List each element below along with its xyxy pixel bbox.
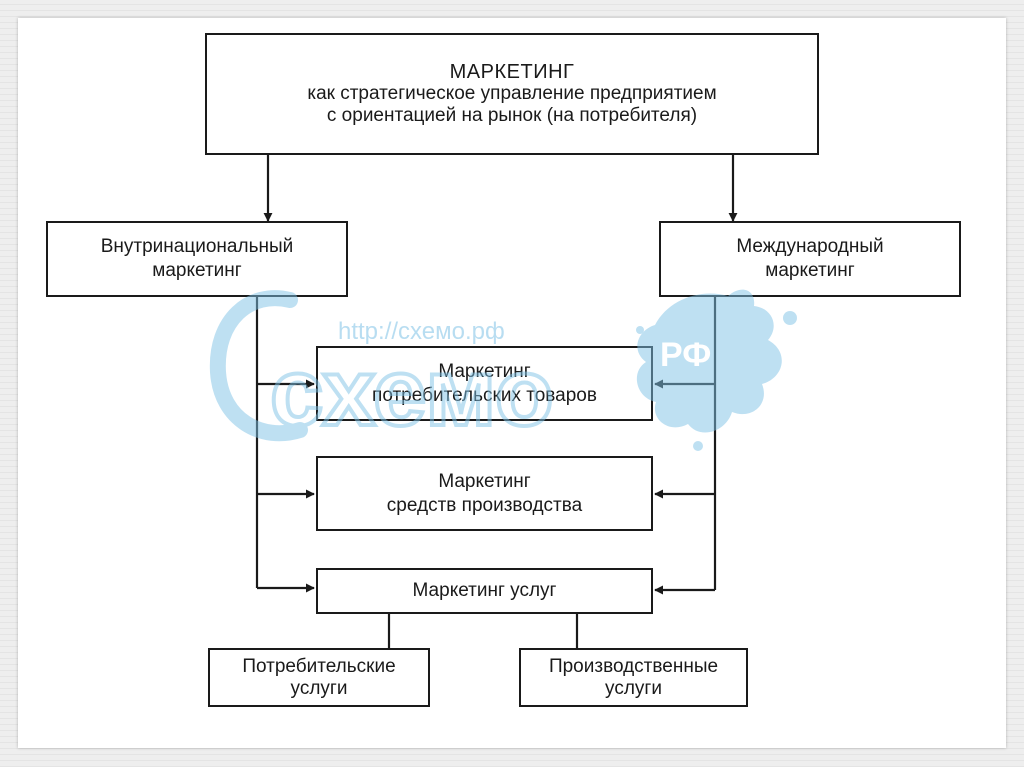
- domestic-line-2: маркетинг: [152, 260, 242, 281]
- root-line-2: как стратегическое управление предприяти…: [307, 83, 717, 104]
- box-consumer-goods-marketing: Маркетинг потребительских товаров: [316, 346, 653, 421]
- box-production-means-marketing: Маркетинг средств производства: [316, 456, 653, 531]
- consumer-services-line-2: услуги: [290, 677, 348, 699]
- root-title: МАРКЕТИНГ: [449, 61, 575, 83]
- box-production-services: Производственные услуги: [519, 648, 748, 707]
- production-means-line-2: средств производства: [386, 494, 583, 516]
- international-line-2: маркетинг: [765, 260, 855, 281]
- production-services-line-1: Производственные: [548, 655, 719, 677]
- box-international-marketing: Международный маркетинг: [659, 221, 961, 297]
- watermark-url: http://схемо.рф: [338, 318, 505, 345]
- box-services-marketing: Маркетинг услуг: [316, 568, 653, 614]
- services-line-1: Маркетинг услуг: [412, 580, 557, 601]
- root-line-3: с ориентацией на рынок (на потребителя): [326, 105, 698, 126]
- production-services-line-2: услуги: [605, 677, 662, 699]
- consumer-services-line-1: Потребительские: [242, 655, 396, 677]
- consumer-goods-line-2: потребительских товаров: [372, 384, 597, 406]
- consumer-goods-line-1: Маркетинг: [438, 360, 531, 382]
- production-means-line-1: Маркетинг: [438, 470, 531, 492]
- box-marketing-root: МАРКЕТИНГ как стратегическое управление …: [205, 33, 819, 155]
- domestic-line-1: Внутринациональный: [100, 236, 294, 257]
- box-domestic-marketing: Внутринациональный маркетинг: [46, 221, 348, 297]
- international-line-1: Международный: [736, 236, 884, 257]
- box-consumer-services: Потребительские услуги: [208, 648, 430, 707]
